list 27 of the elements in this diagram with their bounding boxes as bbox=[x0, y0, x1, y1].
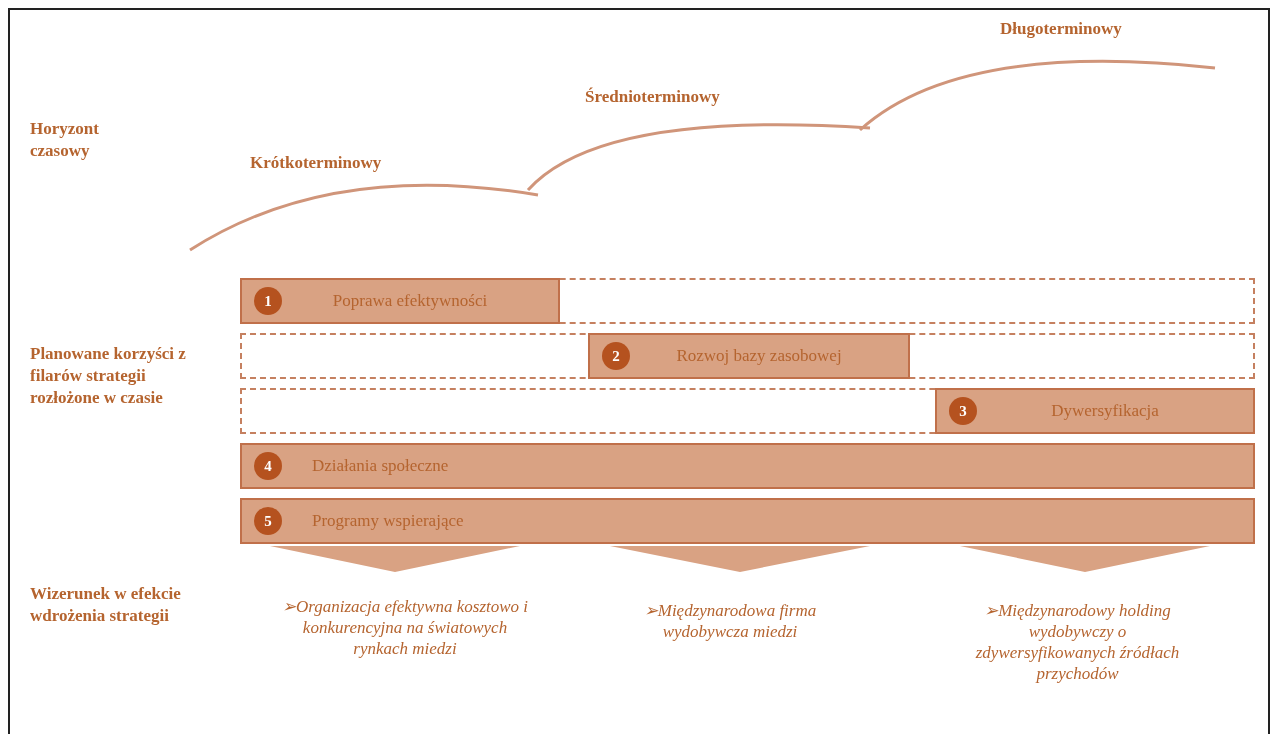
bar-label: Działania społeczne bbox=[311, 456, 450, 476]
pillar-bar bbox=[935, 388, 1255, 434]
row-heading: Wizerunek w efekcie wdrożenia strategii bbox=[30, 583, 182, 627]
horizon-label: Krótkoterminowy bbox=[250, 152, 383, 174]
dashed-row-outline bbox=[240, 278, 1255, 324]
horizon-label: Średnioterminowy bbox=[585, 86, 721, 108]
outcome-text: ➢Międzynarodowa firma wydobywcza miedzi bbox=[642, 600, 818, 642]
row-heading: Horyzont czasowy bbox=[30, 118, 100, 162]
outcome-text: ➢Międzynarodowy holding wydobywczy o zdywersyfikowanych źródłach przychodów bbox=[974, 600, 1181, 684]
bar-label: Poprawa efektywności bbox=[331, 291, 489, 311]
number-badge: 3 bbox=[949, 397, 977, 425]
bar-label: Rozwoj bazy zasobowej bbox=[675, 346, 843, 366]
horizon-label: Długoterminowy bbox=[1000, 18, 1123, 40]
pillar-bar bbox=[240, 443, 1255, 489]
outcome-text: ➢Organizacja efektywna kosztowo i konkurencyjna na światowych rynkach miedzi bbox=[280, 596, 530, 659]
dashed-row-outline bbox=[240, 333, 1255, 379]
bar-label: Dywersyfikacja bbox=[1050, 401, 1160, 421]
row-heading: Planowane korzyści z filarów strategii rozłożone w czasie bbox=[30, 343, 187, 409]
number-badge: 4 bbox=[254, 452, 282, 480]
bar-label: Programy wspierające bbox=[311, 511, 465, 531]
dashed-row-outline bbox=[240, 388, 1255, 434]
pillar-bar bbox=[588, 333, 910, 379]
number-badge: 1 bbox=[254, 287, 282, 315]
pillar-bar bbox=[240, 278, 560, 324]
number-badge: 5 bbox=[254, 507, 282, 535]
pillar-bar bbox=[240, 498, 1255, 544]
number-badge: 2 bbox=[602, 342, 630, 370]
